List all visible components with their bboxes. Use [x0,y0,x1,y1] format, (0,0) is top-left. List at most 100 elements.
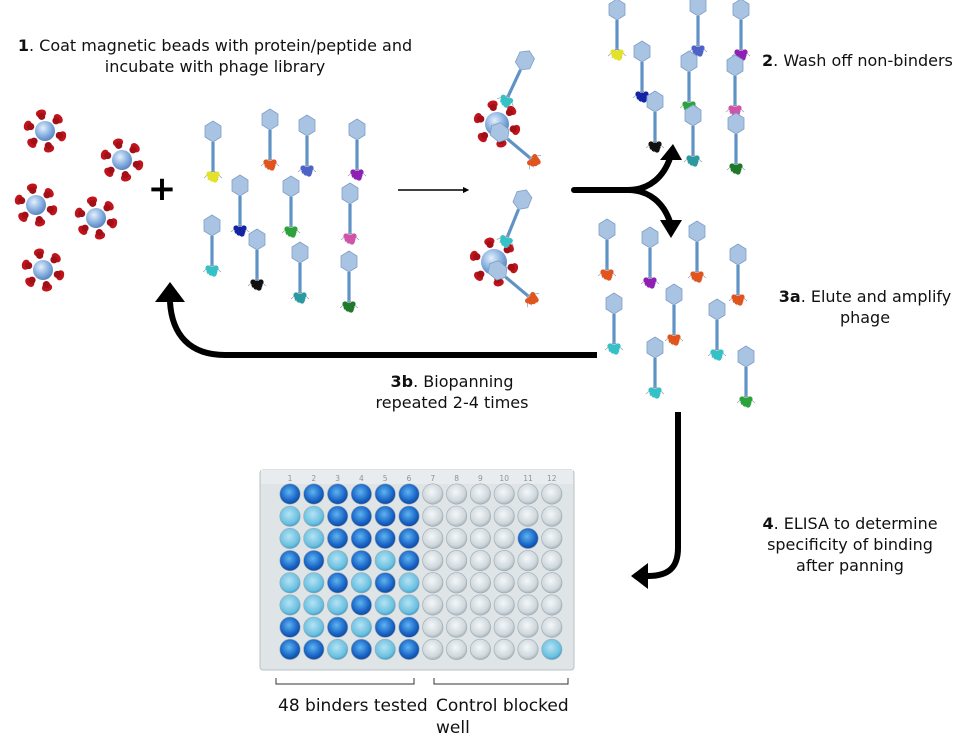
step3b-label: 3b. Biopanning repeated 2-4 times [352,371,552,413]
plate-well [398,594,420,616]
phage-particle [687,220,707,283]
plate-well [279,594,301,616]
displayed-peptide [342,301,356,313]
phage-particle [645,90,665,153]
step4-label: 4. ELISA to determine specificity of bin… [748,513,952,576]
displayed-peptide [500,94,514,108]
phage-head [727,112,745,135]
plate-well [327,572,349,594]
displayed-peptide [525,292,539,305]
plate-well [327,616,349,638]
plate-well [279,483,301,505]
displayed-peptide [734,49,748,61]
plate-wells [279,483,563,660]
plate-column-number: 8 [454,474,459,483]
phage-particle [260,108,280,171]
plate-well [350,638,372,660]
plate-well [398,638,420,660]
phage-tail [695,242,699,272]
displayed-peptide [690,271,704,283]
phage-particle [489,122,542,170]
plate-well [493,550,515,572]
biopanning-arrow-head [155,282,185,302]
step2-number: 2 [762,51,774,70]
phage-head [203,214,221,237]
phage-tail [672,305,676,335]
phage-head [282,175,300,198]
plate-well [493,527,515,549]
phage-tail [734,134,738,164]
step3b-number: 3b [390,372,414,391]
plate-column-number: 5 [383,474,388,483]
plate-well [350,483,372,505]
phage-head [291,241,309,264]
displayed-peptide [263,159,277,171]
displayed-peptide [206,171,220,183]
plate-well [350,505,372,527]
plate-well [279,505,301,527]
plate-well [517,527,539,549]
phage-tail [653,112,657,142]
plate-well [303,505,325,527]
phage-tail [305,136,309,166]
step1-number: 1 [17,36,29,55]
bead-sphere [35,121,55,141]
plate-well [350,572,372,594]
phage-particle [290,241,310,304]
phage-head [641,226,659,249]
plate-well [517,483,539,505]
plate-well [517,638,539,660]
plate-well [493,616,515,638]
plate-well [469,572,491,594]
plate-well [541,594,563,616]
step1-text-line2: incubate with phage library [104,57,326,76]
bead-sphere [112,150,132,170]
step2-text: . Wash off non-binders [773,51,953,70]
bead-sphere [86,208,106,228]
plate-column-number: 12 [547,474,557,483]
non-binder-phage-group [607,0,751,175]
displayed-peptide [527,154,541,167]
plate-well [398,527,420,549]
elisa-arrow-head [631,563,648,589]
phage-tail [268,130,272,160]
plate-well [350,550,372,572]
plate-well [374,572,396,594]
displayed-peptide [293,292,307,304]
plate-well [279,638,301,660]
phage-particle [731,0,751,61]
displayed-peptide [729,163,743,175]
split-arrow-head-down [660,220,682,238]
phage-particle [247,228,267,291]
phage-tail [298,263,302,293]
step3a-number: 3a [778,287,801,306]
phage-tail [605,240,609,270]
plate-well [279,527,301,549]
plate-well [327,483,349,505]
plate-well [517,616,539,638]
plate-well [446,638,468,660]
phage-particle [339,250,359,313]
displayed-peptide [350,169,364,181]
plate-well [422,638,444,660]
phage-head [512,189,533,210]
plate-well [327,638,349,660]
phage-tail [696,16,700,46]
plate-well [327,505,349,527]
phage-tail [289,197,293,227]
plate-well [374,505,396,527]
phage-tail [736,265,740,295]
plate-well [374,550,396,572]
phage-tail [506,69,522,98]
phage-head [489,122,510,143]
bead-sphere [33,260,53,280]
phage-head [633,40,651,63]
phage-tail [640,62,644,92]
phage-head [204,120,222,143]
plate-well [422,527,444,549]
plate-well [446,594,468,616]
plate-brackets [275,678,569,685]
step3b-text: . Biopanning [413,372,514,391]
phage-tail [648,248,652,278]
plate-column-number: 11 [523,474,533,483]
